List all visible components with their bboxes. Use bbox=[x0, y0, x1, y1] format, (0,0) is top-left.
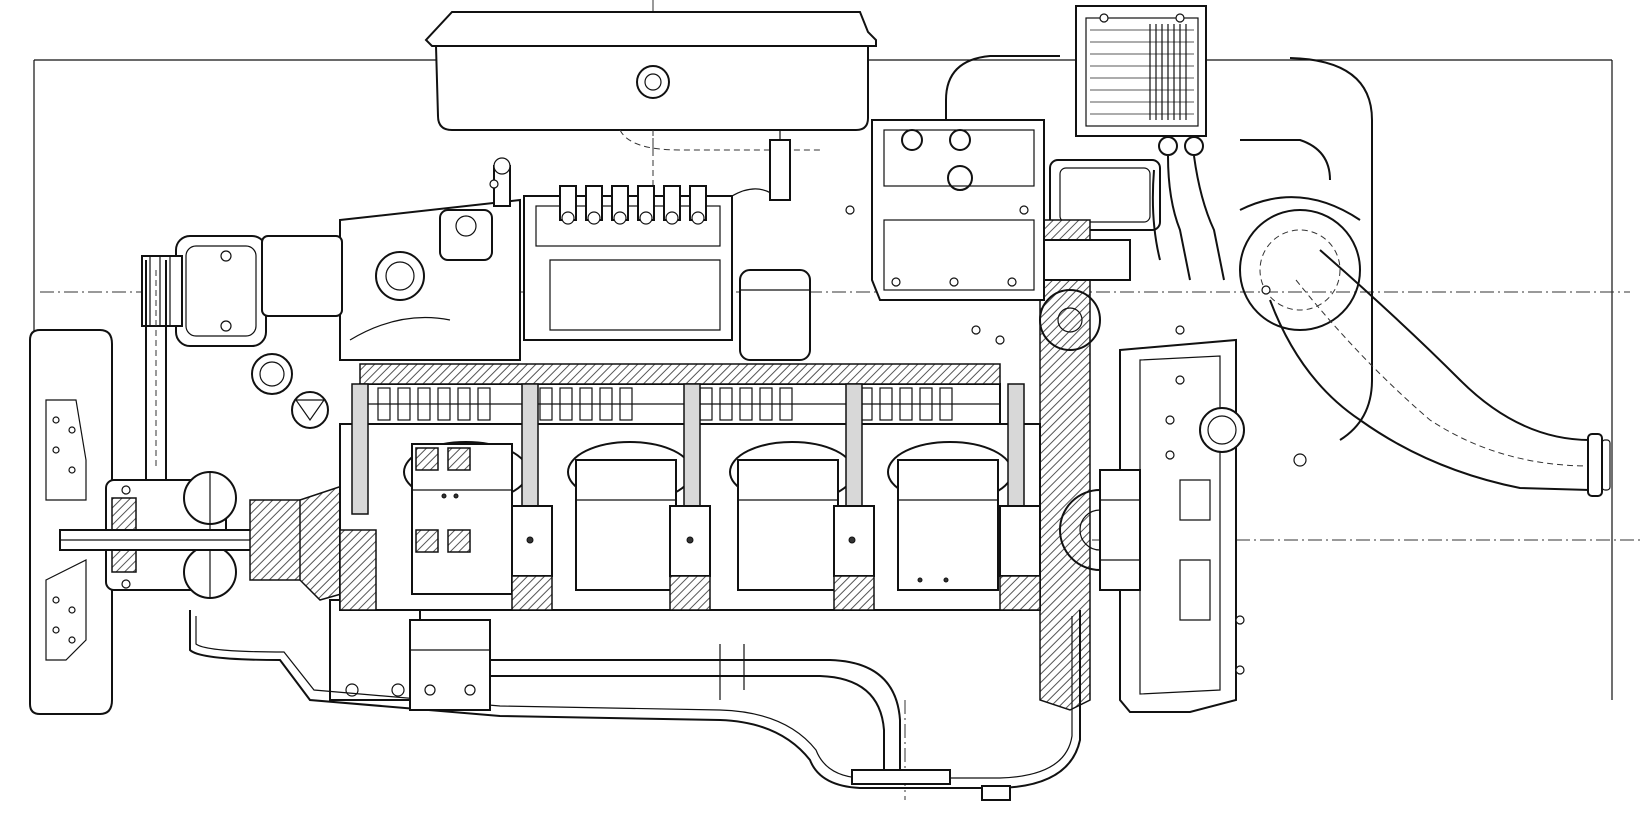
alternator bbox=[141, 235, 267, 347]
fasteners bbox=[489, 179, 1307, 467]
cylinder-1 bbox=[403, 441, 529, 595]
intercooler bbox=[1075, 5, 1207, 137]
governor-housing bbox=[871, 119, 1045, 301]
cylinder-2 bbox=[567, 441, 693, 591]
intercooler-fins bbox=[1090, 24, 1194, 120]
pump-elements bbox=[559, 185, 707, 225]
front-upper-housing bbox=[339, 157, 521, 361]
oil-pan bbox=[189, 610, 1081, 801]
connecting-rods bbox=[351, 383, 1025, 515]
crankshaft bbox=[339, 505, 1041, 611]
drive-belt bbox=[145, 260, 167, 480]
exhaust-pipe bbox=[1269, 249, 1611, 497]
cooling-fan bbox=[29, 329, 113, 715]
flywheel-housing bbox=[1119, 338, 1245, 713]
camshaft bbox=[359, 363, 1001, 425]
intake-duct bbox=[945, 55, 1373, 441]
cylinder-4 bbox=[887, 441, 1013, 591]
air-filter bbox=[424, 11, 877, 190]
turbocharger bbox=[1049, 136, 1361, 331]
oil-pickup-pipe bbox=[470, 644, 951, 785]
rear-gear-train bbox=[1029, 219, 1141, 711]
oil-pump bbox=[409, 619, 491, 711]
cam-lobes bbox=[377, 387, 953, 421]
fuel-injection-pump bbox=[523, 130, 811, 361]
water-outlet bbox=[251, 235, 343, 429]
